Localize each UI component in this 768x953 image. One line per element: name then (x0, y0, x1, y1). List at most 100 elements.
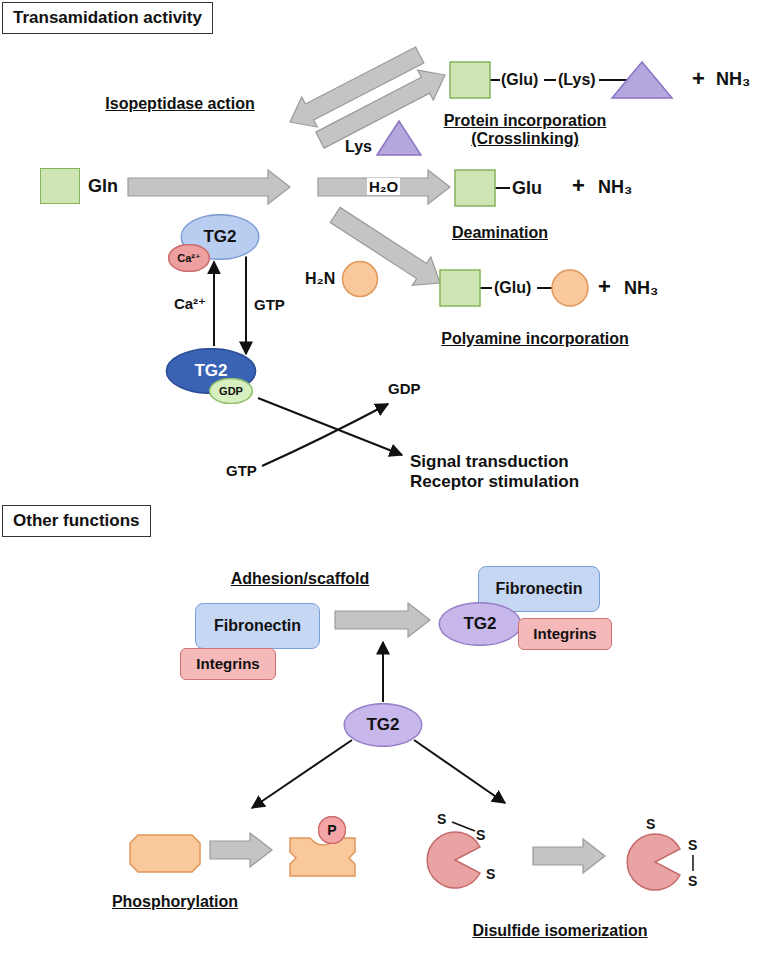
tg2-scaffold-shape (439, 603, 520, 646)
polyamine-circle (341, 260, 379, 298)
text-label: Signal transduction Receptor stimulation (410, 452, 600, 491)
protein-before-isomerization (427, 832, 480, 888)
node-label: GDP (219, 385, 243, 398)
sulfur-atom: S (688, 837, 697, 853)
text-label: + (598, 274, 611, 299)
polyamine-arrow (326, 201, 449, 298)
function-arrow (414, 740, 505, 803)
section-title: Polyamine incorporation (415, 330, 655, 348)
adhesion-arrow (335, 603, 430, 637)
section-title: Isopeptidase action (80, 95, 280, 113)
bond-line (490, 79, 500, 81)
integrins-box: Integrins (518, 618, 612, 650)
sulfur-atom: S (486, 866, 495, 882)
node-label: Ca²⁺ (177, 252, 201, 265)
fibronectin-box: Fibronectin (195, 603, 320, 649)
node-label: TG2 (463, 614, 496, 634)
section-header: Transamidation activity (2, 2, 213, 34)
protein-square (455, 170, 495, 206)
edge-label: Ca²⁺ (174, 295, 206, 312)
crosslink-arrow (312, 60, 453, 155)
isomerization-arrow (533, 839, 605, 873)
calcium-ion-shape (169, 244, 210, 271)
bond-line (480, 287, 492, 289)
text-label: GDP (388, 380, 421, 397)
tg2-scaffold: TG2 (438, 602, 522, 646)
section-title: Disulfide isomerization (440, 922, 680, 940)
state-arrow (213, 262, 215, 346)
node-label: TG2 (194, 361, 227, 381)
sulfur-atom: S (688, 873, 697, 889)
node-label: P (327, 822, 336, 838)
text-label: + (572, 173, 585, 198)
tg2-calcium-bound: TG2Ca²⁺ (180, 214, 260, 260)
substrate-protein (130, 835, 200, 872)
phosphorylated-protein (290, 838, 355, 876)
lysine-substrate: Lys (345, 120, 422, 156)
bond-line (495, 187, 510, 189)
protein-square (450, 62, 490, 98)
calcium-ion: Ca²⁺ (168, 244, 210, 272)
polyamine-circle (552, 270, 588, 306)
section-title: Phosphorylation (75, 893, 275, 911)
disulfide-bond (452, 822, 475, 831)
gtp-exchange-arrow (262, 404, 388, 466)
polyamine-circle-shape (343, 262, 378, 297)
node-label: TG2 (366, 715, 399, 735)
sulfur-atom: S (437, 811, 446, 827)
integrins-box: Integrins (180, 648, 276, 680)
text-label: NH₃ (624, 278, 658, 299)
section-title: Protein incorporation (Crosslinking) (425, 112, 625, 149)
phosphate-group: P (318, 816, 346, 844)
node-label: Other functions (13, 511, 140, 530)
node-label: Transamidation activity (13, 8, 202, 27)
protein-after-isomerization (627, 834, 680, 890)
bond-line (537, 287, 552, 289)
section-title: Adhesion/scaffold (200, 570, 400, 588)
reaction-arrow (128, 170, 290, 204)
polyamine-substrate: H₂N (305, 260, 379, 298)
text-label: Glu (512, 178, 542, 199)
sulfur-atom: S (476, 827, 485, 843)
node-label: Fibronectin (495, 580, 582, 598)
tg2-enzyme-shape (344, 704, 422, 747)
section-header: Other functions (2, 505, 151, 537)
text-label: NH₃ (716, 69, 750, 90)
tg2-enzyme: TG2 (343, 703, 423, 747)
text-label: NH₃ (598, 177, 632, 198)
edge-label: GTP (254, 296, 285, 313)
text-label: (Glu) (494, 279, 531, 297)
deamination-arrow (318, 170, 450, 204)
node-label: Integrins (196, 655, 259, 672)
protein-triangle (612, 62, 672, 98)
node-label: Gln (88, 176, 118, 197)
tg2-gdp-bound: TG2GDP (165, 348, 257, 394)
glutamine-substrate: Gln (40, 168, 118, 204)
phosphorylation-arrow (210, 833, 272, 867)
protein-square (440, 270, 480, 306)
gdp-molecule-shape (210, 378, 253, 403)
text-label: GTP (226, 462, 257, 479)
phosphate-group-shape (318, 816, 345, 843)
protein-square (40, 168, 80, 204)
bond-line (599, 79, 627, 81)
node-label: Lys (345, 138, 372, 156)
node-label: Fibronectin (214, 617, 301, 635)
text-label: H₂O (367, 178, 400, 195)
gdp-molecule: GDP (209, 378, 253, 404)
function-arrow (252, 740, 352, 808)
text-label: + (692, 66, 705, 91)
sulfur-atom: S (646, 816, 655, 832)
disulfide-bond (692, 855, 694, 871)
lysine-triangle-shape (377, 121, 421, 155)
node-label: TG2 (203, 227, 236, 247)
node-label: H₂N (305, 270, 335, 288)
function-arrow (382, 642, 384, 702)
lysine-triangle (376, 120, 422, 156)
section-title: Deamination (420, 224, 580, 242)
text-label: (Glu) (501, 71, 538, 89)
bond-line (544, 79, 556, 81)
text-label: (Lys) (558, 71, 596, 89)
node-label: Integrins (533, 625, 596, 642)
